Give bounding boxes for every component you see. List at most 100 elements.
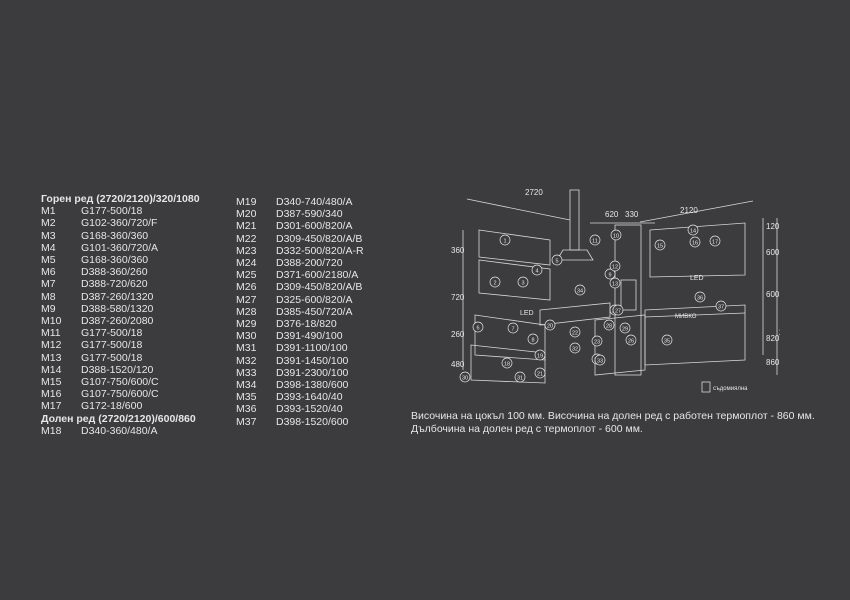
marker-label: 8 [531, 337, 534, 343]
marker-26: 26 [625, 334, 637, 346]
marker-label: 13 [612, 281, 618, 287]
marker-label: 28 [606, 323, 612, 329]
marker-label: 17 [712, 239, 718, 245]
module-code: M5 [41, 254, 56, 267]
marker-2: 2 [489, 276, 501, 288]
marker-17: 17 [709, 235, 721, 247]
marker-1: 1 [499, 234, 511, 246]
module-value: D388-360/260 [81, 266, 148, 279]
module-code: M6 [41, 266, 56, 279]
marker-label: 19 [537, 353, 543, 359]
module-code: M14 [41, 363, 62, 376]
module-value: G177-500/18 [81, 339, 143, 352]
marker-4: 4 [531, 264, 543, 276]
marker-label: 36 [697, 295, 703, 301]
module-row: M15 G107-750/600/C [41, 376, 200, 388]
dim-720: 720 [451, 293, 465, 302]
left-upper-main [478, 259, 551, 301]
note-line-2: Дълбочина на долен ред с термоплот - 600… [411, 423, 643, 435]
module-value: G168-360/360 [81, 229, 149, 242]
notes: Височина на цокъл 100 мм. Височина на до… [411, 410, 815, 436]
module-code: M31 [236, 342, 257, 355]
module-value: D309-450/820/A/B [276, 232, 363, 245]
marker-22: 22 [569, 326, 581, 338]
marker-label: 16 [692, 240, 698, 246]
module-value: G101-360/720/A [81, 241, 159, 254]
marker-label: 22 [572, 330, 578, 336]
module-code: M9 [41, 302, 56, 315]
module-code: M19 [236, 196, 257, 208]
module-value: D301-600/820/A [276, 220, 353, 233]
left-counter [539, 302, 611, 326]
marker-9: 9 [604, 268, 616, 280]
marker-36: 36 [694, 291, 706, 303]
marker-15: 15 [654, 239, 666, 251]
oven [620, 279, 637, 311]
marker-31: 31 [514, 371, 526, 383]
note-line-1: Височина на цокъл 100 мм. Височина на до… [411, 410, 815, 422]
module-value: D393-1520/40 [276, 403, 343, 416]
module-code: M29 [236, 318, 257, 331]
module-code: M15 [41, 376, 62, 389]
module-value: G172-18/600 [81, 400, 143, 413]
marker-10: 10 [610, 229, 622, 241]
marker-34: 34 [574, 284, 586, 296]
module-code: M23 [236, 244, 257, 257]
dim-120: 120 [766, 222, 780, 231]
marker-30: 30 [459, 371, 471, 383]
marker-label: 20 [547, 323, 553, 329]
dim-330: 330 [625, 210, 639, 219]
module-value: D387-590/340 [276, 208, 343, 221]
module-code: M17 [41, 400, 62, 413]
module-value: D371-600/2180/A [276, 269, 359, 282]
module-value: D325-600/820/A [276, 293, 353, 306]
dim-line-2720 [466, 198, 571, 221]
marker-33: 33 [594, 354, 606, 366]
dim-600a: 600 [766, 248, 780, 257]
upper-row-header: Горен ред (2720/2120)/320/1080 [41, 193, 200, 205]
module-code: M4 [41, 241, 56, 254]
marker-label: 3 [521, 280, 524, 286]
marker-label: 34 [577, 288, 583, 294]
marker-6: 6 [472, 321, 484, 333]
dim-line-2120 [639, 200, 754, 223]
module-value: D388-720/620 [81, 278, 148, 291]
marker-label: 4 [535, 268, 538, 274]
module-code: M26 [236, 281, 257, 294]
dim-620: 620 [605, 210, 619, 219]
dim-480: 480 [451, 360, 465, 369]
module-value: G177-500/18 [81, 327, 143, 340]
marker-18: 18 [501, 357, 513, 369]
lower-row-header: Долен ред (2720/2120)/600/860 [41, 412, 196, 425]
module-value: G107-750/600/C [81, 376, 159, 389]
marker-12: 12 [609, 260, 621, 272]
marker-label: 1 [503, 238, 506, 244]
module-value: D388-580/1320 [81, 302, 154, 315]
left-upper-top [478, 229, 551, 266]
module-code: M28 [236, 305, 257, 318]
marker-37: 37 [715, 300, 727, 312]
marker-label: 23 [594, 339, 600, 345]
module-code: M30 [236, 330, 257, 343]
marker-label: 31 [517, 375, 523, 381]
module-markers: 1234567891011121314151617181920212223242… [459, 224, 727, 383]
module-code: M21 [236, 220, 257, 233]
marker-32: 32 [569, 342, 581, 354]
